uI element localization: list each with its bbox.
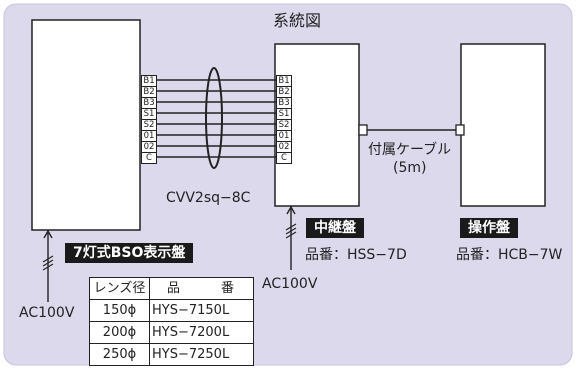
operation-panel-model: 品番：HCB−7W — [456, 247, 563, 263]
lens-diameter-header: レンズ径 — [89, 277, 150, 300]
table-row: 250ϕ HYS−7250L — [89, 343, 254, 366]
diagram-title: 系統図 — [273, 11, 322, 30]
model-number-header: 品 番 — [149, 277, 254, 300]
bso-panel-badge: 7灯式BSO表示盤 — [65, 243, 194, 263]
terminal-right-02: 02 — [276, 141, 292, 153]
accessory-cable-connector-left — [358, 124, 368, 136]
table-row: 150ϕ HYS−7150L — [89, 299, 254, 322]
accessory-cable-length: (5m) — [393, 160, 427, 176]
accessory-cable-label: 付属ケーブル — [368, 142, 452, 158]
lens-diameter-cell: 250ϕ — [89, 343, 150, 366]
model-number-cell: HYS−7200L — [149, 321, 254, 344]
lens-table: レンズ径 品 番 150ϕ HYS−7150L 200ϕ HYS−7200L 2… — [89, 277, 254, 366]
ground-hatch-relay — [285, 223, 297, 239]
power-arrow-relay — [286, 205, 296, 215]
model-number-cell: HYS−7150L — [149, 299, 254, 322]
accessory-cable-connector-right — [455, 124, 465, 136]
bso-panel-power-label: AC100V — [19, 305, 75, 321]
ground-hatch-bso — [42, 255, 54, 271]
lens-diameter-cell: 200ϕ — [89, 321, 150, 344]
terminal-right-c: C — [276, 152, 292, 164]
relay-panel-power-label: AC100V — [262, 276, 318, 292]
relay-panel-badge: 中継盤 — [306, 218, 364, 238]
operation-panel-box — [460, 43, 546, 207]
lens-diameter-cell: 150ϕ — [89, 299, 150, 322]
table-row: 200ϕ HYS−7200L — [89, 321, 254, 344]
bso-panel-box — [31, 19, 141, 231]
terminal-left-c: C — [141, 152, 157, 164]
operation-panel-badge: 操作盤 — [460, 218, 518, 238]
power-arrow-bso — [43, 229, 53, 239]
main-cable-label: CVV2sq−8C — [166, 190, 251, 206]
cable-bundle-ellipse — [205, 67, 223, 169]
signal-wires — [156, 79, 276, 158]
relay-panel-model: 品番：HSS−7D — [305, 247, 407, 263]
lens-table-header: レンズ径 品 番 — [89, 277, 254, 300]
model-number-cell: HYS−7250L — [149, 343, 254, 366]
